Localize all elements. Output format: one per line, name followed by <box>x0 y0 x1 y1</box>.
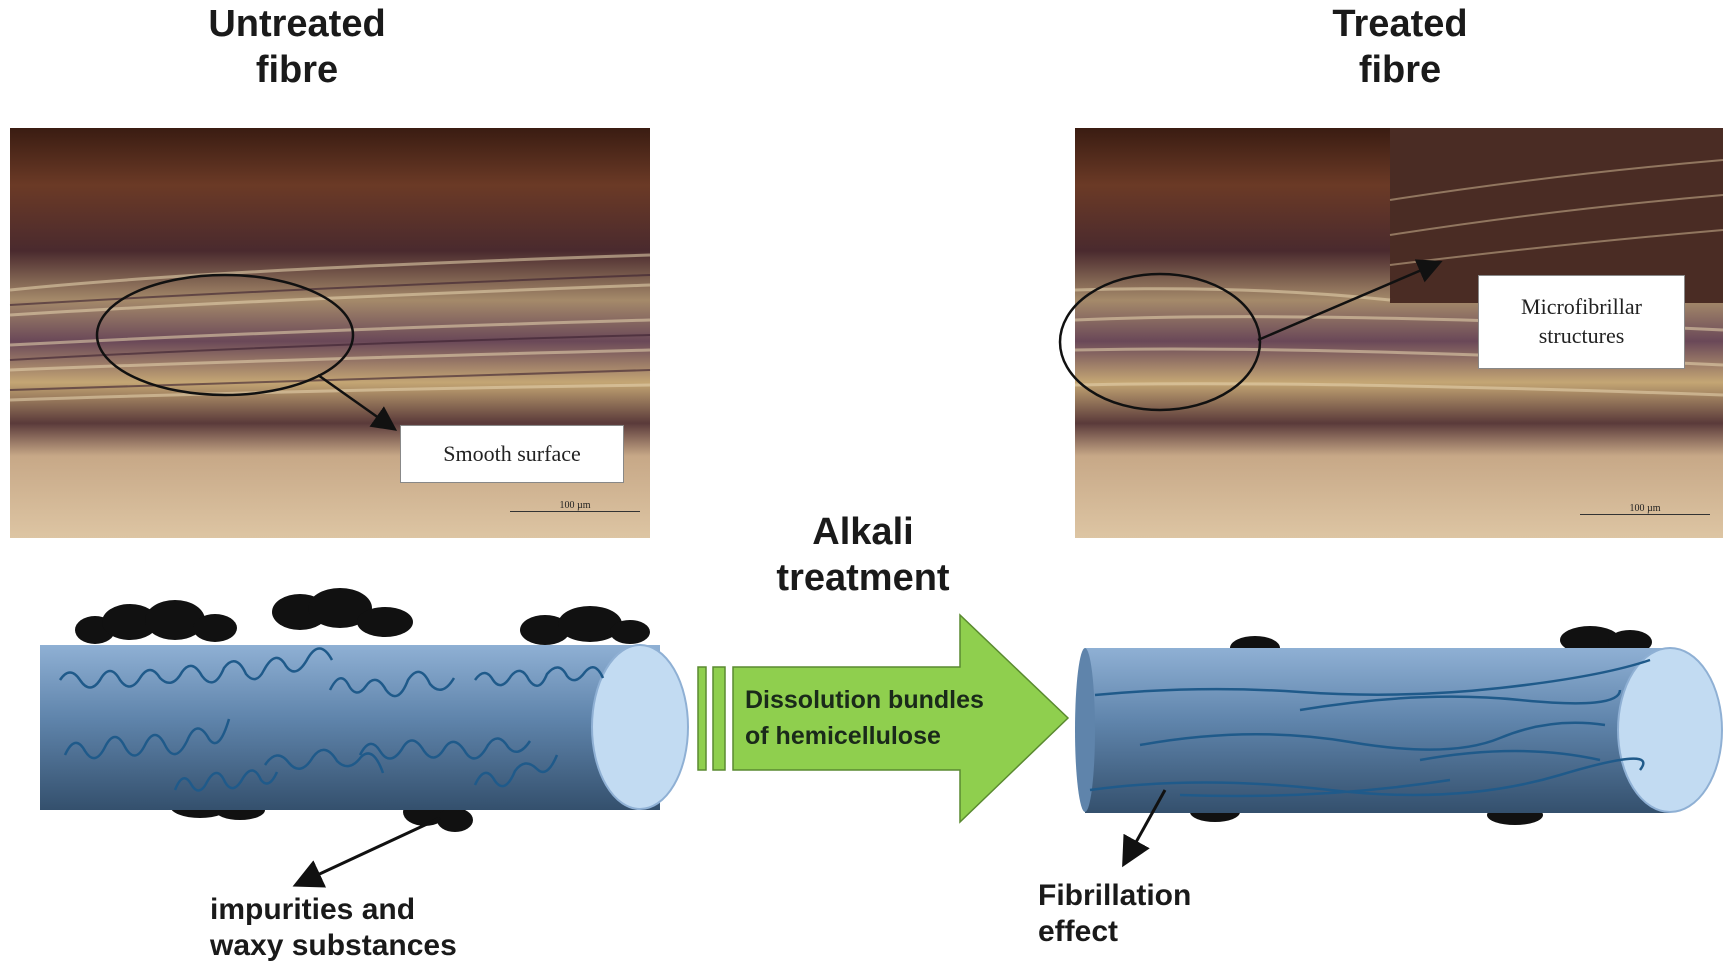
alkali-treatment-title: Alkali treatment <box>776 511 950 599</box>
treated-title: Treated fibre <box>1332 3 1468 91</box>
pointer-arrow <box>1257 259 1443 342</box>
impurities-pointer-arrow <box>292 816 441 888</box>
wavy-fibrils <box>58 647 605 792</box>
straight-fibrils <box>1089 658 1651 798</box>
impurities-caption: impurities and waxy substances <box>210 893 457 962</box>
untreated-fibre-cylinder <box>40 588 689 832</box>
smooth-surface-label: Smooth surface <box>400 425 624 483</box>
highlight-ellipse <box>95 273 355 397</box>
microfibrillar-structures-label: Microfibrillar structures <box>1478 275 1685 369</box>
treated-fibre-cylinder <box>1075 626 1723 825</box>
treated-scale-bar: 100 µm <box>1580 503 1710 515</box>
fibrillation-caption: Fibrillation effect <box>1038 879 1192 948</box>
untreated-title: Untreated fibre <box>208 3 386 91</box>
process-description: Dissolution bundles of hemicellulose <box>745 686 984 751</box>
highlight-ellipse <box>1058 272 1262 412</box>
fibrillation-pointer-arrow <box>1122 789 1167 868</box>
untreated-scale-bar: 100 µm <box>510 500 640 512</box>
process-arrow <box>697 613 1070 824</box>
pointer-arrow <box>317 373 398 431</box>
